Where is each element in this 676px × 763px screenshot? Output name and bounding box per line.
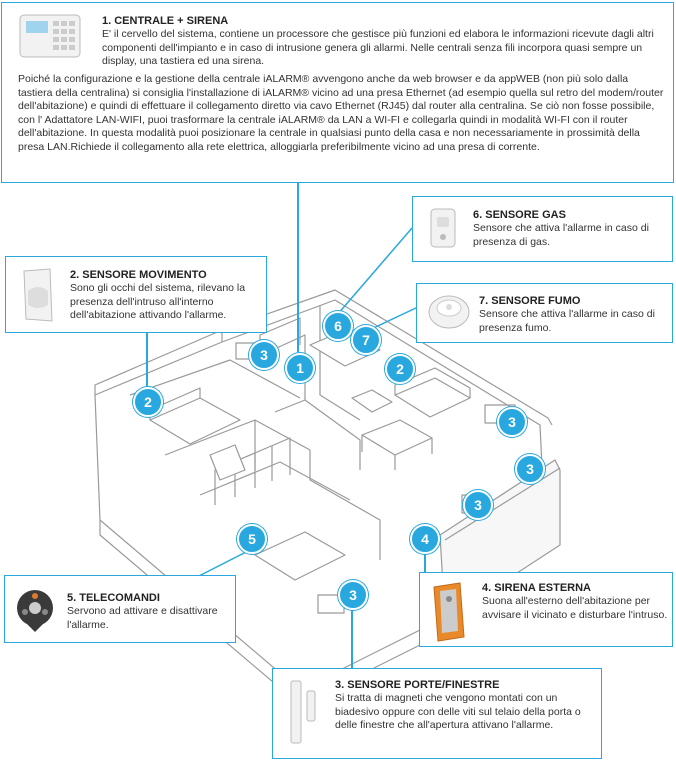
badge-3[interactable]: 3 xyxy=(497,407,527,437)
wall-7 xyxy=(319,305,361,421)
connector-sirena xyxy=(424,552,426,574)
centrale-desc-2: Poiché la configurazione e la gestione d… xyxy=(18,73,664,153)
info-box-sirena: 4. SIRENA ESTERNA Suona all'esterno dell… xyxy=(419,572,673,647)
porte-title: 3. SENSORE PORTE/FINESTRE xyxy=(335,679,500,691)
connector-centrale xyxy=(297,182,299,352)
centrale-title: 1. CENTRALE + SIRENA xyxy=(102,15,229,27)
gas-desc: Sensore che attiva l'allarme in caso di … xyxy=(473,222,649,248)
motion-sensor-icon xyxy=(23,268,53,322)
badge-6[interactable]: 6 xyxy=(323,311,353,341)
sirena-title: 4. SIRENA ESTERNA xyxy=(482,582,592,594)
bathroom-sink xyxy=(209,444,246,481)
badge-3[interactable]: 3 xyxy=(249,340,279,370)
sirena-desc: Suona all'esterno dell'abitazione per av… xyxy=(482,595,668,621)
smoke-sensor-icon xyxy=(428,295,470,329)
gas-title: 6. SENSORE GAS xyxy=(473,209,566,221)
info-box-porte: 3. SENSORE PORTE/FINESTRE Si tratta di m… xyxy=(272,668,602,759)
bed-2 xyxy=(254,531,346,581)
movimento-desc: Sono gli occhi del sistema, rilevano la … xyxy=(70,282,246,321)
centrale-desc: E' il cervello del sistema, contiene un … xyxy=(102,28,654,67)
armchair xyxy=(351,389,393,413)
badge-7[interactable]: 7 xyxy=(351,325,381,355)
remote-control-icon xyxy=(17,590,53,632)
siren-icon xyxy=(433,582,465,642)
info-box-gas: 6. SENSORE GAS Sensore che attiva l'alla… xyxy=(412,196,673,262)
connector-gas xyxy=(336,227,413,316)
wall-8 xyxy=(129,359,301,399)
badge-2[interactable]: 2 xyxy=(385,354,415,384)
porte-desc: Si tratta di magneti che vengono montati… xyxy=(335,692,581,731)
badge-2[interactable]: 2 xyxy=(133,387,163,417)
sofa-back xyxy=(394,367,471,398)
door-sensor-icon xyxy=(290,680,316,744)
wall-4 xyxy=(199,461,351,501)
badge-4[interactable]: 4 xyxy=(410,524,440,554)
info-box-telecomandi: 5. TELECOMANDI Servono ad attivare e dis… xyxy=(4,575,236,643)
info-box-fumo: 7. SENSORE FUMO Sensore che attiva l'all… xyxy=(416,283,673,343)
outer-wall-left xyxy=(94,329,223,395)
telecomandi-title: 5. TELECOMANDI xyxy=(67,592,160,604)
control-panel-icon xyxy=(19,14,81,58)
badge-3[interactable]: 3 xyxy=(463,490,493,520)
connector-telecomandi xyxy=(194,549,251,579)
fumo-title: 7. SENSORE FUMO xyxy=(479,295,581,307)
info-box-centrale: 1. CENTRALE + SIRENA E' il cervello del … xyxy=(1,2,674,183)
wall-6 xyxy=(309,450,381,560)
badge-3[interactable]: 3 xyxy=(338,580,368,610)
fumo-desc: Sensore che attiva l'allarme in caso di … xyxy=(479,308,655,334)
badge-5[interactable]: 5 xyxy=(237,524,267,554)
wardrobe xyxy=(214,437,291,505)
outer-wall xyxy=(221,289,553,426)
badge-3[interactable]: 3 xyxy=(515,454,545,484)
bed xyxy=(149,397,241,445)
movimento-title: 2. SENSORE MOVIMENTO xyxy=(70,269,207,281)
connector-porte xyxy=(351,606,353,668)
connector-movimento xyxy=(146,331,148,387)
telecomandi-desc: Servono ad attivare e disattivare l'alla… xyxy=(67,605,218,631)
gas-sensor-icon xyxy=(430,208,456,248)
balcony-rail xyxy=(444,467,561,541)
badge-1[interactable]: 1 xyxy=(285,353,315,383)
info-box-movimento: 2. SENSORE MOVIMENTO Sono gli occhi del … xyxy=(5,256,267,333)
wall-2 xyxy=(304,399,361,470)
